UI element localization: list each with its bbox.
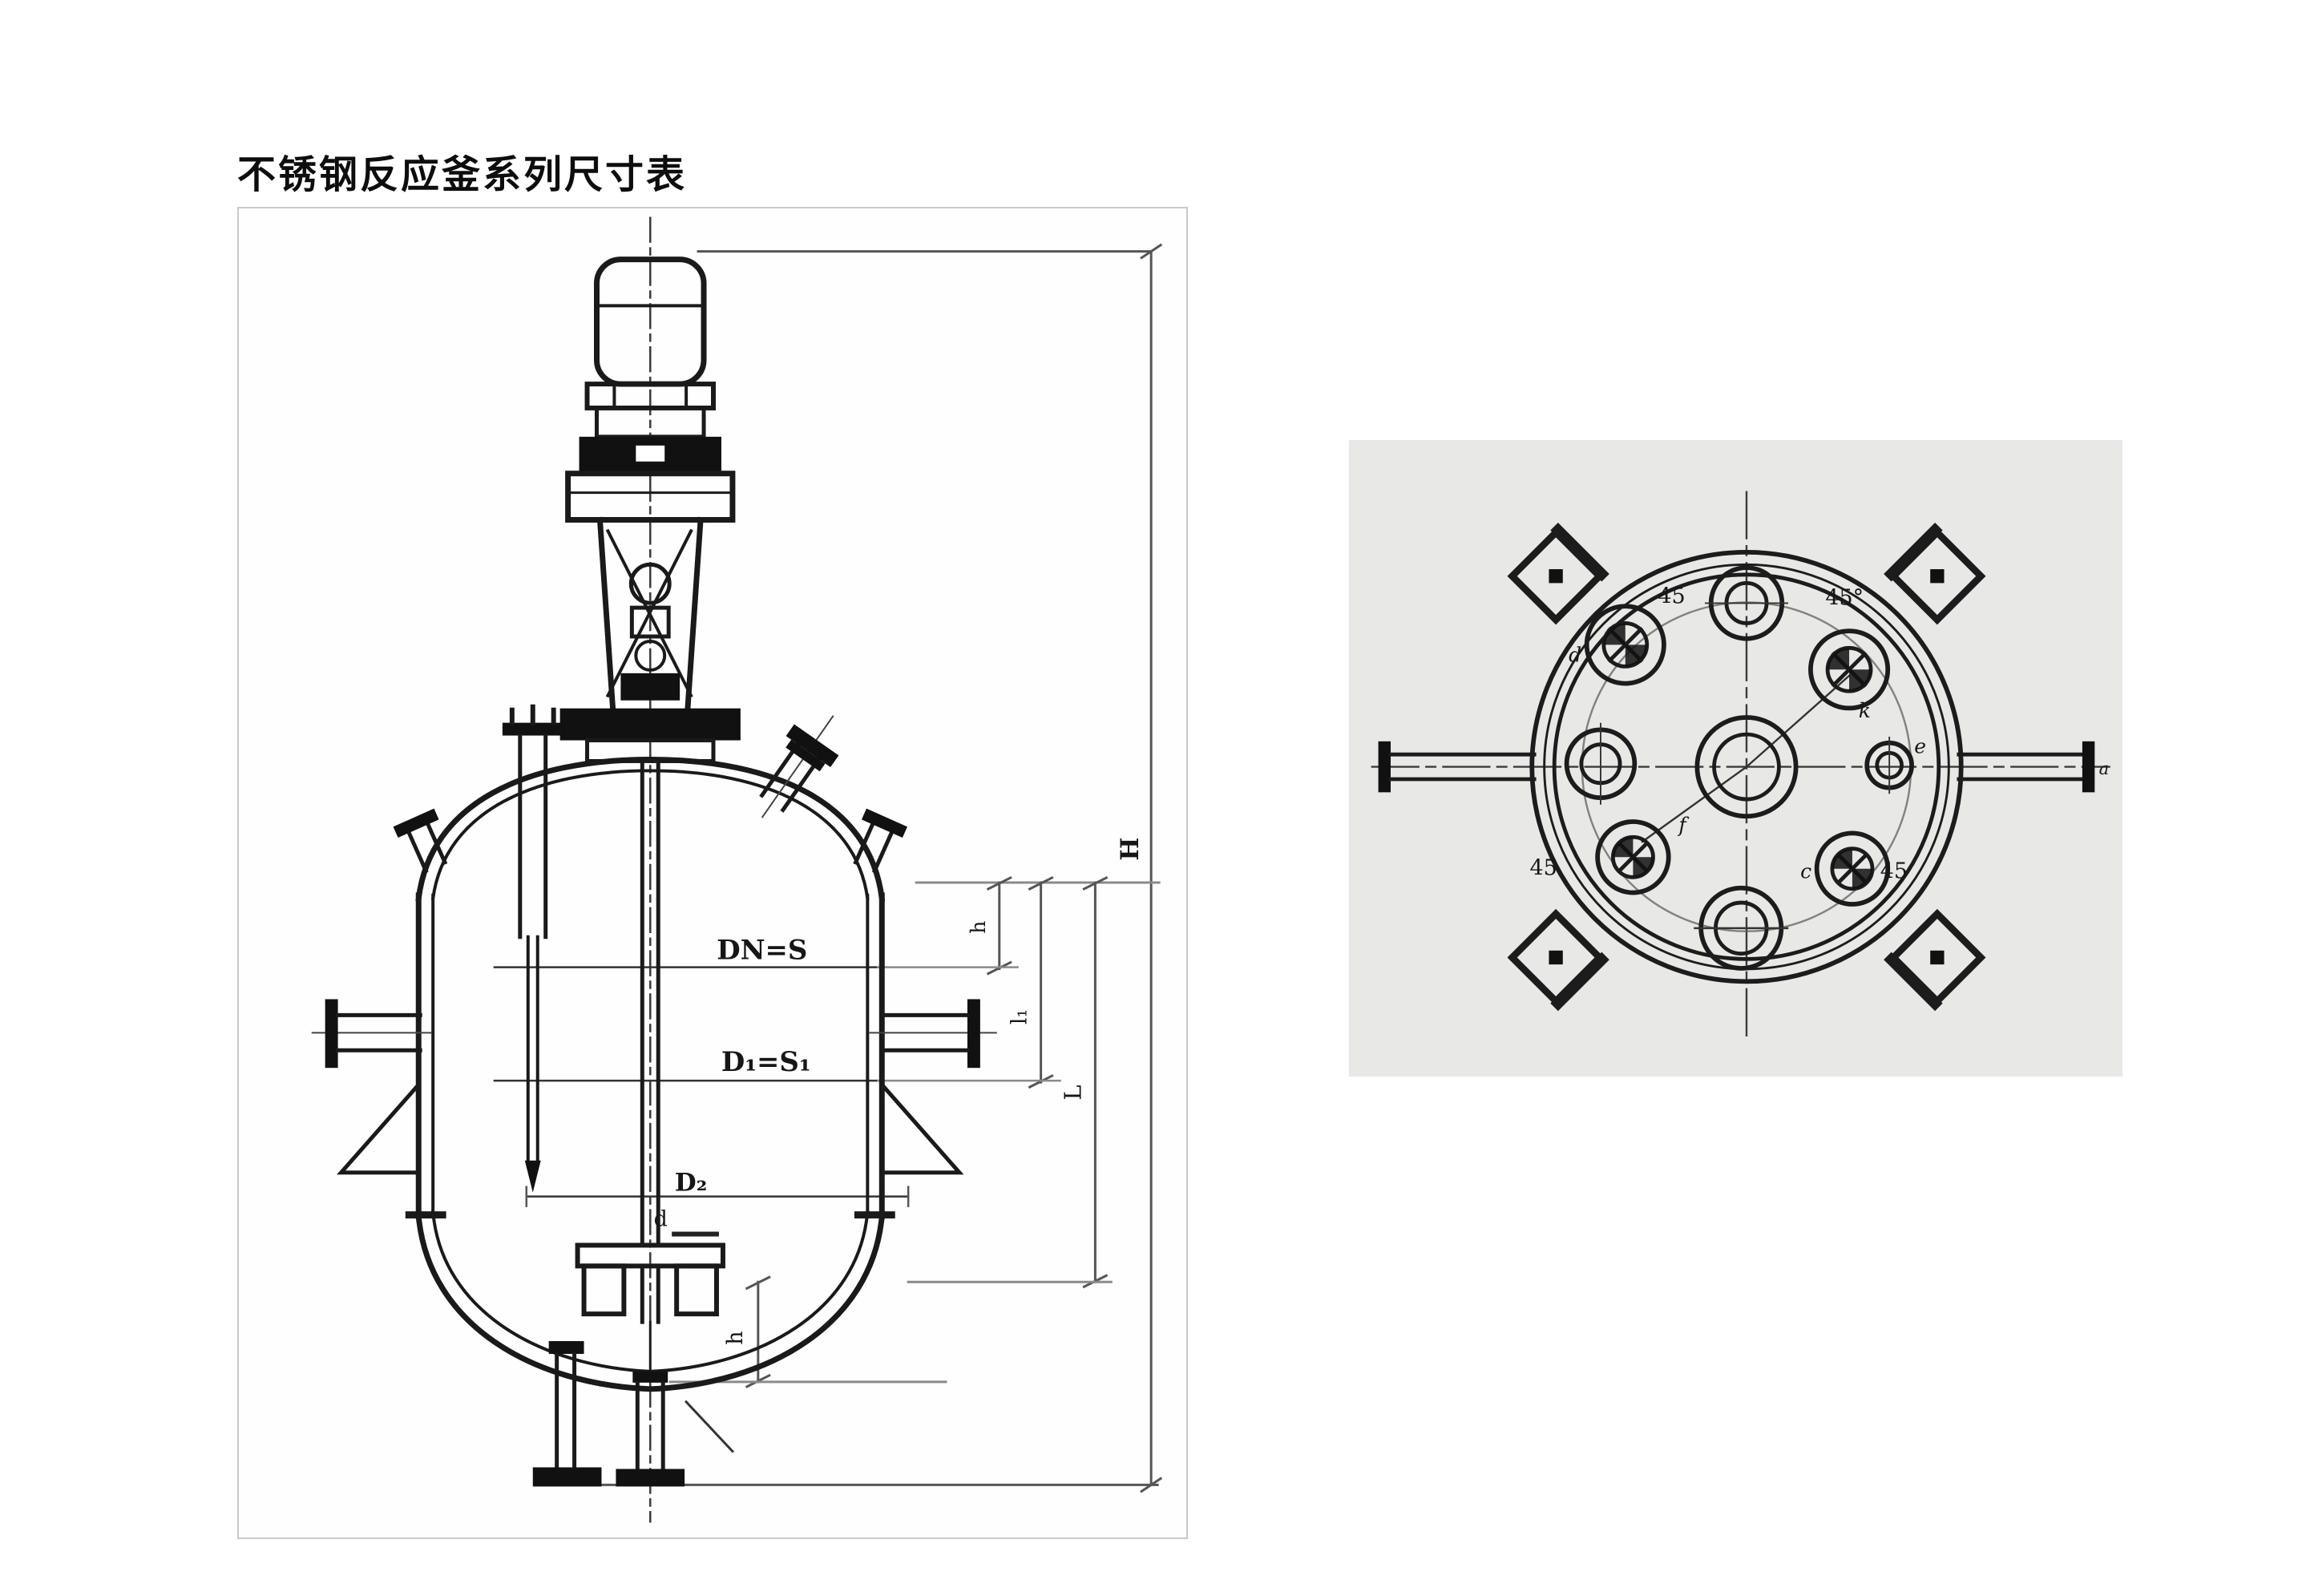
trunnion-left	[311, 999, 432, 1069]
center-nozzle	[1694, 715, 1799, 819]
flange-rim	[1529, 549, 1964, 984]
angled-nozzle	[759, 715, 839, 818]
dim-label-bottom-h: h	[723, 1331, 748, 1344]
nozzle-top-left	[1584, 604, 1666, 686]
lug-bottom-left	[1507, 908, 1609, 1012]
angle-label-top-right: 45°	[1825, 585, 1864, 610]
dim-label-d2: D₂	[675, 1169, 707, 1198]
nozzle-label-c: c	[1800, 859, 1811, 883]
dimension-lines	[493, 243, 1163, 1493]
trunnion-pin-right	[1957, 741, 2095, 793]
nozzle-top	[1704, 565, 1788, 641]
dim-label-d1-s1: D₁=S₁	[721, 1045, 811, 1077]
angle-label-bottom-left: 45	[1530, 855, 1557, 880]
drive-frame	[588, 516, 713, 710]
nozzle-label-d: d	[1569, 644, 1581, 667]
gusset-right	[879, 1079, 964, 1175]
shoulder-nozzle-left	[393, 808, 448, 874]
lug-top-left	[1507, 522, 1609, 625]
trunnion-pin-left	[1378, 741, 1537, 793]
side-view-drawing: DN=S D₁=S₁ D₂ d h h l₁ L H	[311, 216, 1163, 1523]
nozzle-left	[1564, 722, 1638, 805]
dim-label-H: H	[1116, 838, 1145, 861]
leader-lines	[1641, 674, 1851, 843]
nozzle-label-f: f	[1677, 813, 1689, 836]
nozzle-bottom-right	[1814, 830, 1891, 907]
nozzle-label-a: a	[2099, 758, 2110, 778]
dim-label-l1: l₁	[1008, 1009, 1032, 1024]
dim-label-right-h: h	[967, 921, 990, 934]
support-leg	[532, 1341, 602, 1487]
angle-label-bottom-right: 45	[1880, 859, 1908, 883]
nozzle-label-e: e	[1914, 734, 1926, 758]
top-head	[415, 756, 886, 902]
nozzle-right	[1864, 737, 1914, 794]
gusset-left	[337, 1079, 421, 1175]
dim-label-shaft-d: d	[654, 1207, 668, 1232]
lug-top-right	[1884, 522, 1986, 625]
dim-label-L: L	[1059, 1085, 1086, 1100]
trunnion-right	[869, 999, 997, 1069]
top-view-drawing: 45 45° 45 45 d e c f k a	[1371, 491, 2110, 1041]
thermowell-nozzle	[502, 704, 563, 1193]
agitator	[575, 758, 725, 1372]
side-view-panel: DN=S D₁=S₁ D₂ d h h l₁ L H	[237, 207, 1188, 1539]
nozzle-bottom	[1694, 885, 1789, 971]
lug-bottom-right	[1884, 908, 1986, 1012]
shoulder-nozzle-right	[853, 808, 908, 874]
nozzle-top-right	[1808, 628, 1891, 711]
dim-label-dn-s: DN=S	[717, 934, 807, 966]
angle-label-top-left: 45	[1658, 584, 1685, 608]
bottom-outlet	[616, 1371, 685, 1487]
top-view-panel: 45 45° 45 45 d e c f k a	[1349, 440, 2122, 1077]
nozzle-bottom-left	[1595, 819, 1671, 895]
nozzle-label-k: k	[1859, 699, 1871, 722]
page-title: 不锈钢反应釜系列尺寸表	[237, 154, 688, 196]
